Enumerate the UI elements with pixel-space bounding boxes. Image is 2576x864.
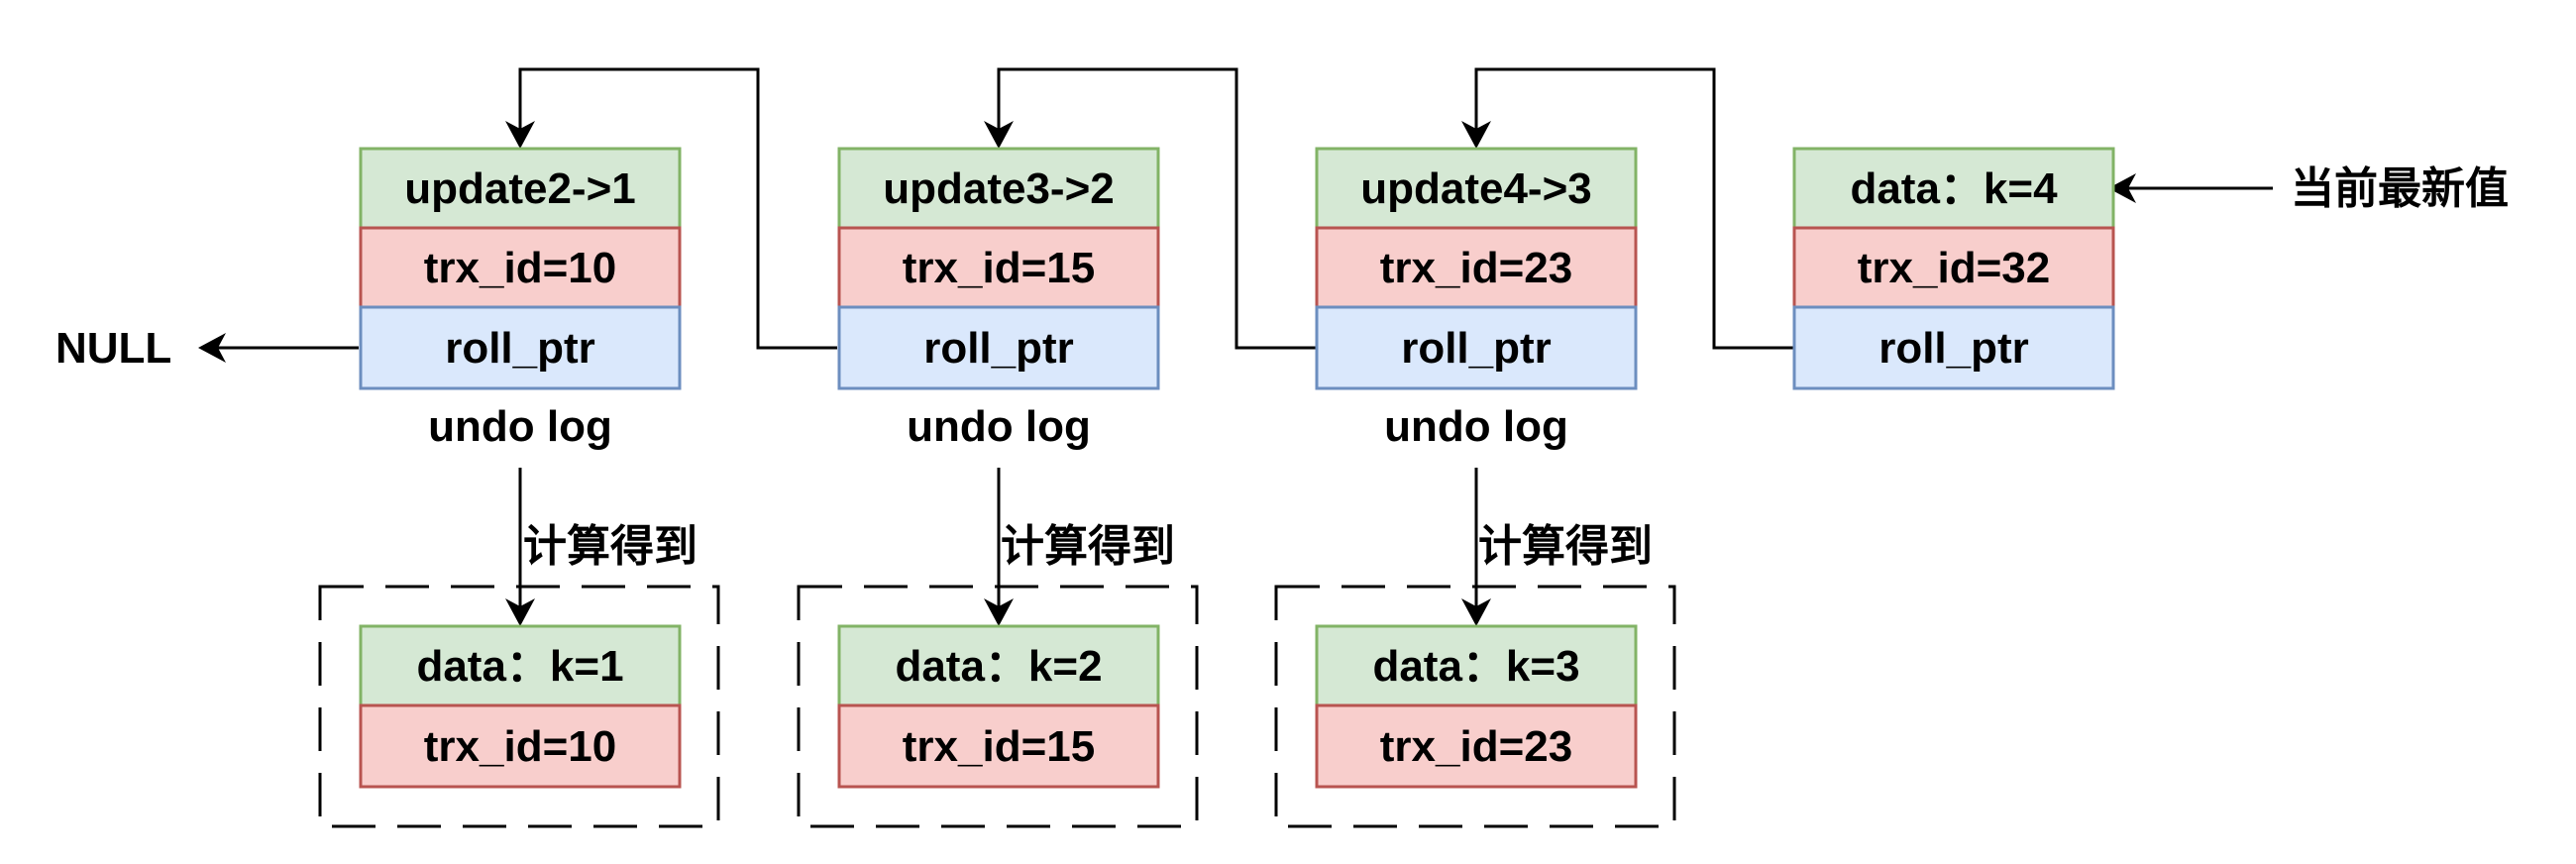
roll-ptr-link-1-arrowhead bbox=[505, 121, 535, 149]
current-link-arrowhead bbox=[2108, 173, 2136, 203]
compute-label-3: 计算得到 bbox=[1478, 521, 1653, 572]
undo-record-2-ptr-cell bbox=[837, 305, 1160, 390]
derived-version-2-trx-text: trx_id=15 bbox=[903, 722, 1095, 771]
undo-record-1-ptr-cell bbox=[359, 305, 682, 390]
undo-record-2: update3->2 trx_id=15 roll_ptr undo log bbox=[837, 147, 1160, 451]
undo-record-3-trx-text: trx_id=23 bbox=[1380, 244, 1572, 292]
derived-version-2-trx-cell bbox=[837, 703, 1160, 789]
undo-record-2-top-cell bbox=[837, 147, 1160, 230]
undo-record-2-trx-cell bbox=[837, 226, 1160, 309]
undo-record-3: update4->3 trx_id=23 roll_ptr undo log bbox=[1315, 147, 1638, 451]
derived-version-2-data-text: data：k=2 bbox=[895, 642, 1102, 691]
derived-version-1-data-text: data：k=1 bbox=[416, 642, 623, 691]
compute-link-1-arrowhead bbox=[505, 598, 535, 626]
derived-version-2: data：k=2 trx_id=15 bbox=[797, 585, 1199, 828]
derived-version-3-data-cell bbox=[1315, 624, 1638, 707]
compute-label-2: 计算得到 bbox=[1001, 521, 1175, 572]
undo-record-2-top-text: update3->2 bbox=[883, 164, 1115, 213]
derived-version-2-frame bbox=[797, 585, 1199, 828]
derived-version-3: data：k=3 trx_id=23 bbox=[1274, 585, 1676, 828]
derived-version-3-trx-text: trx_id=23 bbox=[1380, 722, 1572, 771]
current-value-label: 当前最新值 bbox=[2291, 163, 2509, 214]
current-record-top-cell bbox=[1792, 147, 2115, 230]
undo-record-2-ptr-text: roll_ptr bbox=[923, 324, 1074, 373]
derived-version-1: data：k=1 trx_id=10 bbox=[318, 585, 720, 828]
undo-record-3-ptr-text: roll_ptr bbox=[1401, 324, 1552, 373]
undo-record-2-caption: undo log bbox=[907, 402, 1091, 451]
undo-record-1-trx-text: trx_id=10 bbox=[424, 244, 616, 292]
current-record-trx-text: trx_id=32 bbox=[1858, 244, 2050, 292]
roll-ptr-link-3 bbox=[1474, 67, 1793, 350]
compute-link-2-arrowhead bbox=[984, 598, 1014, 626]
current-record-ptr-cell bbox=[1792, 305, 2115, 390]
derived-version-3-data-text: data：k=3 bbox=[1372, 642, 1579, 691]
roll-ptr-link-3-arrowhead bbox=[1461, 121, 1491, 149]
undo-record-1-caption: undo log bbox=[428, 402, 612, 451]
roll-ptr-link-2 bbox=[997, 67, 1316, 350]
undo-record-3-top-text: update4->3 bbox=[1360, 164, 1592, 213]
derived-version-1-trx-text: trx_id=10 bbox=[424, 722, 616, 771]
current-record-top-text: data：k=4 bbox=[1850, 164, 2058, 213]
null-link-arrowhead bbox=[198, 333, 226, 363]
compute-label-1: 计算得到 bbox=[523, 521, 698, 572]
undo-record-3-caption: undo log bbox=[1384, 402, 1568, 451]
undo-record-1-top-text: update2->1 bbox=[404, 164, 636, 213]
undo-record-3-top-cell bbox=[1315, 147, 1638, 230]
undo-record-3-ptr-cell bbox=[1315, 305, 1638, 390]
undo-record-1: update2->1 trx_id=10 roll_ptr undo log bbox=[359, 147, 682, 451]
derived-version-1-frame bbox=[318, 585, 720, 828]
current-record: data：k=4 trx_id=32 roll_ptr bbox=[1792, 147, 2115, 390]
derived-version-1-trx-cell bbox=[359, 703, 682, 789]
null-label: NULL bbox=[55, 324, 171, 373]
current-record-trx-cell bbox=[1792, 226, 2115, 309]
connectors bbox=[198, 67, 2273, 626]
undo-record-2-trx-text: trx_id=15 bbox=[903, 244, 1095, 292]
current-record-ptr-text: roll_ptr bbox=[1878, 324, 2029, 373]
roll-ptr-link-2-arrowhead bbox=[984, 121, 1014, 149]
roll-ptr-link-1 bbox=[518, 67, 837, 350]
undo-record-1-ptr-text: roll_ptr bbox=[445, 324, 595, 373]
derived-version-3-frame bbox=[1274, 585, 1676, 828]
compute-link-3-arrowhead bbox=[1461, 598, 1491, 626]
derived-version-3-trx-cell bbox=[1315, 703, 1638, 789]
